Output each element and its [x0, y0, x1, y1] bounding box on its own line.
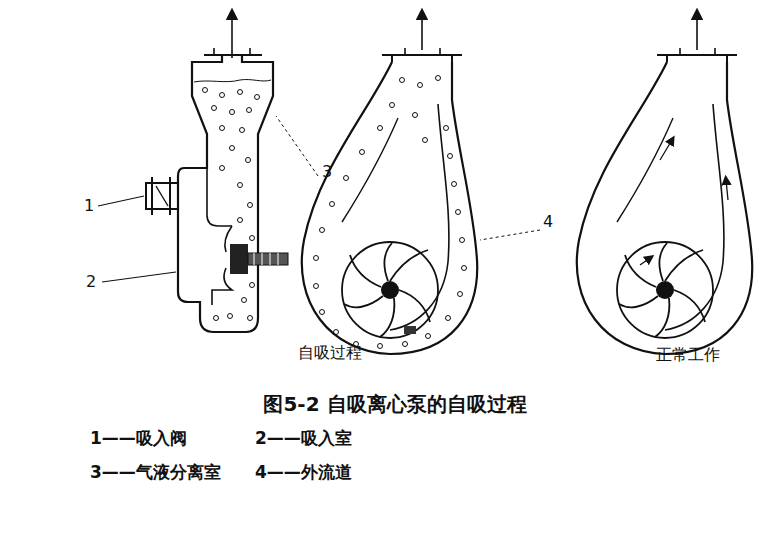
- legend-key: 1——吸入阀: [90, 428, 187, 448]
- callout-number: 4: [543, 212, 553, 231]
- legend-key: 3——气液分离室: [90, 462, 221, 482]
- figure-caption: 图5-2 自吸离心泵的自吸过程: [263, 392, 526, 416]
- sub-caption: 自吸过程: [298, 343, 362, 362]
- legend-key: 4——外流道: [255, 462, 352, 482]
- callout-number: 1: [84, 196, 94, 215]
- callout-number: 3: [322, 162, 332, 181]
- legend-key: 2——吸入室: [255, 428, 352, 448]
- callout-number: 2: [86, 272, 96, 291]
- sub-caption: 正常工作: [656, 345, 720, 364]
